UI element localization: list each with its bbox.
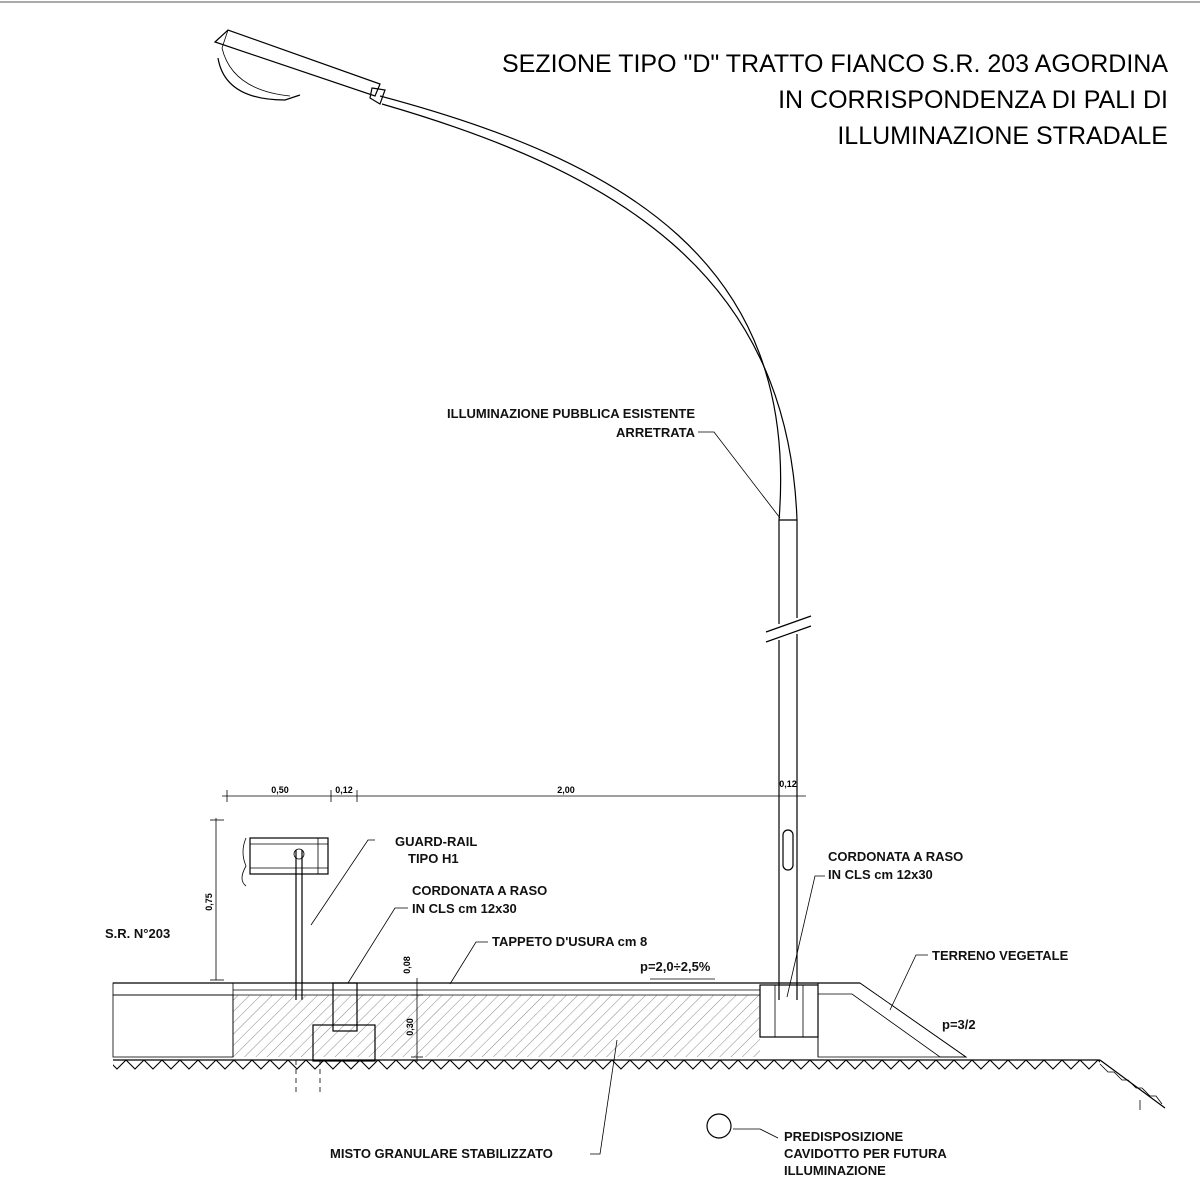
road-label: S.R. N°203 xyxy=(105,926,170,941)
right-curb-label-line-2: IN CLS cm 12x30 xyxy=(828,867,933,882)
right-embankment xyxy=(817,982,968,1058)
dim-012-left: 0,12 xyxy=(335,785,353,795)
guardrail-label-line-1: GUARD-RAIL xyxy=(395,834,477,849)
lamp-label-line-2: ARRETRATA xyxy=(616,425,696,440)
pole-inspection-slot xyxy=(782,829,794,871)
wearing-layer-label-text: TAPPETO D'USURA cm 8 xyxy=(492,934,647,949)
bank-slope-label: p=3/2 xyxy=(942,1017,976,1032)
conduit-label-line-3: ILLUMINAZIONE xyxy=(784,1163,886,1178)
base-layer-label: MISTO GRANULARE STABILIZZATO xyxy=(330,1039,618,1161)
right-curb-leader-line xyxy=(786,875,825,998)
pavement xyxy=(113,982,860,1057)
left-stone-fill xyxy=(112,994,234,1058)
luminaire-head xyxy=(213,29,381,97)
guardrail-height-dimension: 0,75 xyxy=(204,818,224,981)
lamp-label: ILLUMINAZIONE PUBBLICA ESISTENTE ARRETRA… xyxy=(447,406,781,519)
conduit-label-line-1: PREDISPOSIZIONE xyxy=(784,1129,904,1144)
conduit-label-line-2: CAVIDOTTO PER FUTURA xyxy=(784,1146,947,1161)
guardrail-label: GUARD-RAIL TIPO H1 xyxy=(310,834,477,926)
road-slope-label: p=2,0÷2,5% xyxy=(640,959,715,980)
left-curb-block xyxy=(332,982,358,1032)
guard-rail-beam xyxy=(249,837,329,875)
dim-075: 0,75 xyxy=(204,893,214,911)
ground-hatch xyxy=(113,1060,1100,1070)
left-curb-leader-line xyxy=(347,907,408,984)
base-layer-leader-line xyxy=(590,1039,618,1155)
layer-thickness-dimensions: 0,08 0,30 xyxy=(402,956,423,1062)
left-wearing-layer xyxy=(112,982,234,996)
lamp-leader-line xyxy=(698,431,781,519)
left-curb-label-line-2: IN CLS cm 12x30 xyxy=(412,901,517,916)
wearing-layer-leader-line xyxy=(449,941,488,985)
pole-break-mark xyxy=(765,615,812,633)
soil-label-text: TERRENO VEGETALE xyxy=(932,948,1069,963)
road-slope-text: p=2,0÷2,5% xyxy=(640,959,711,974)
soil-leader-line xyxy=(889,954,928,1011)
dim-030: 0,30 xyxy=(405,1018,415,1036)
top-dimension-chain: 0,50 0,12 2,00 0,12 xyxy=(222,779,806,802)
street-lamp xyxy=(213,29,819,1038)
guard-rail-bolt xyxy=(293,848,305,860)
left-shoulder xyxy=(112,982,234,1058)
left-curb-label-line-1: CORDONATA A RASO xyxy=(412,883,547,898)
left-curb-label: CORDONATA A RASO IN CLS cm 12x30 xyxy=(347,883,547,984)
dim-012-right: 0,12 xyxy=(779,779,797,789)
dim-200: 2,00 xyxy=(557,785,575,795)
natural-ground xyxy=(113,1059,1166,1110)
dim-050: 0,50 xyxy=(271,785,289,795)
right-curb-label-line-1: CORDONATA A RASO xyxy=(828,849,963,864)
lamp-arm-outer xyxy=(379,95,782,521)
pole-foundation xyxy=(759,984,819,1038)
base-layer-label-text: MISTO GRANULARE STABILIZZATO xyxy=(330,1146,553,1161)
conduit-leader-line xyxy=(733,1128,779,1139)
title-line-1: SEZIONE TIPO "D" TRATTO FIANCO S.R. 203 … xyxy=(502,50,1168,78)
conduit: PREDISPOSIZIONE CAVIDOTTO PER FUTURA ILL… xyxy=(706,1113,947,1178)
title-line-2: IN CORRISPONDENZA DI PALI DI xyxy=(778,86,1168,114)
wearing-layer-label: TAPPETO D'USURA cm 8 xyxy=(449,934,647,985)
right-curb-label: CORDONATA A RASO IN CLS cm 12x30 xyxy=(786,849,963,998)
guardrail-label-line-2: TIPO H1 xyxy=(408,851,459,866)
guardrail-leader-line xyxy=(310,839,375,926)
luminaire-lens xyxy=(217,57,301,101)
dim-008: 0,08 xyxy=(402,956,412,974)
title-block: SEZIONE TIPO "D" TRATTO FIANCO S.R. 203 … xyxy=(502,50,1168,150)
lamp-label-line-1: ILLUMINAZIONE PUBBLICA ESISTENTE xyxy=(447,406,695,421)
conduit-circle-icon xyxy=(706,1113,732,1139)
base-layer-hatch xyxy=(233,995,760,1057)
guard-rail xyxy=(241,837,329,1095)
soil-label: TERRENO VEGETALE xyxy=(889,948,1069,1011)
title-line-3: ILLUMINAZIONE STRADALE xyxy=(837,122,1168,150)
lamp-arm-inner xyxy=(381,103,798,521)
